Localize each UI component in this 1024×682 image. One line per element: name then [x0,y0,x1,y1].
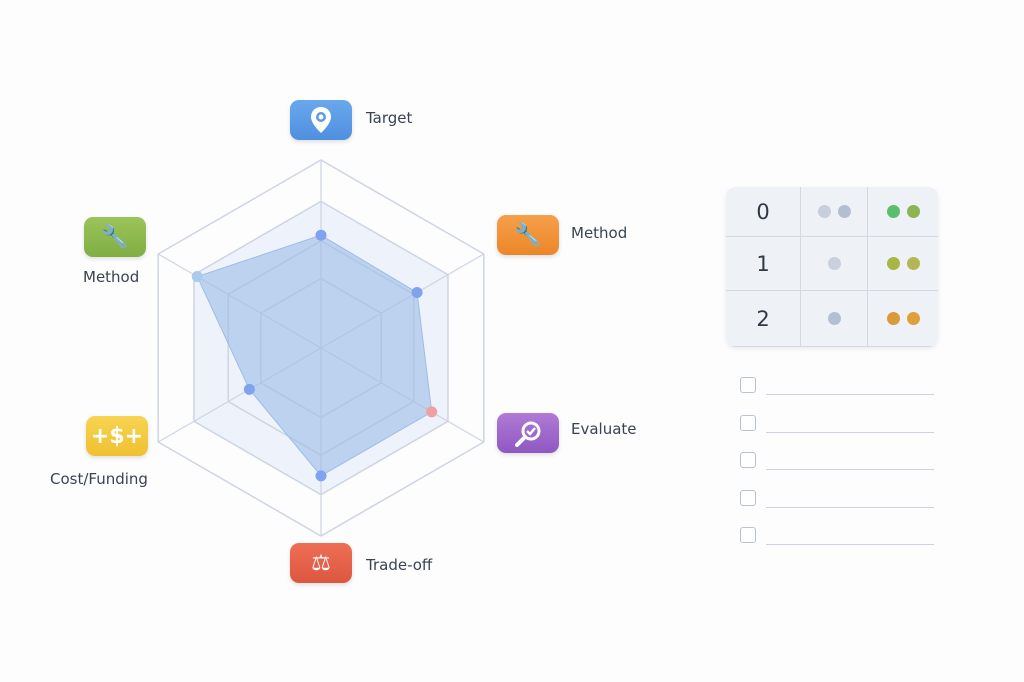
data-point [426,406,438,418]
checkbox[interactable] [740,452,756,468]
checkbox[interactable] [740,489,756,506]
blank-line [766,394,934,395]
scale-icon: ⚖ [290,543,352,583]
magnifier-check-icon [497,413,559,453]
label-method-left: Method [83,268,140,286]
status-dot [827,257,841,270]
checklist-item [740,489,934,508]
blank-line [766,469,934,470]
status-dot [886,205,900,218]
data-point [243,383,255,395]
target-pin-icon [290,100,352,140]
status-dot [886,257,900,270]
blank-line [766,431,934,433]
status-dot [827,312,841,325]
checklist-item [740,452,934,470]
wrench-icon: 🔧 [497,215,559,255]
label-method-right: Method [571,224,628,242]
status-dot [906,312,920,325]
dot-cell [868,187,938,237]
checklist-item [740,527,934,545]
status-dot [837,205,851,218]
data-point [315,229,327,241]
dot-cell [801,291,868,347]
dot-cell [801,237,868,291]
data-point [315,470,327,482]
status-dot [886,312,900,325]
status-dot [906,257,920,270]
wrench-icon: 🔧 [84,217,146,257]
dot-cell [868,291,938,347]
checkbox[interactable] [740,377,756,393]
status-dot [906,205,920,218]
checkbox[interactable] [740,527,756,543]
data-point [191,271,203,283]
row-label: 0 [726,187,801,237]
label-evaluate: Evaluate [571,420,637,438]
row-label: 1 [726,237,801,291]
label-tradeoff: Trade-off [366,556,433,574]
row-label: 2 [726,291,801,347]
status-dot [817,205,831,218]
checklist-item [740,377,934,395]
label-cost-funding: Cost/Funding [50,470,148,488]
dot-cell [868,237,938,291]
blank-line [766,506,934,508]
label-target: Target [366,109,413,127]
data-point [411,287,423,299]
dollar-icon: +$+ [86,416,148,456]
checkbox[interactable] [740,414,756,431]
blank-line [766,544,934,545]
checklist-item [740,414,934,433]
dot-cell [801,187,868,237]
